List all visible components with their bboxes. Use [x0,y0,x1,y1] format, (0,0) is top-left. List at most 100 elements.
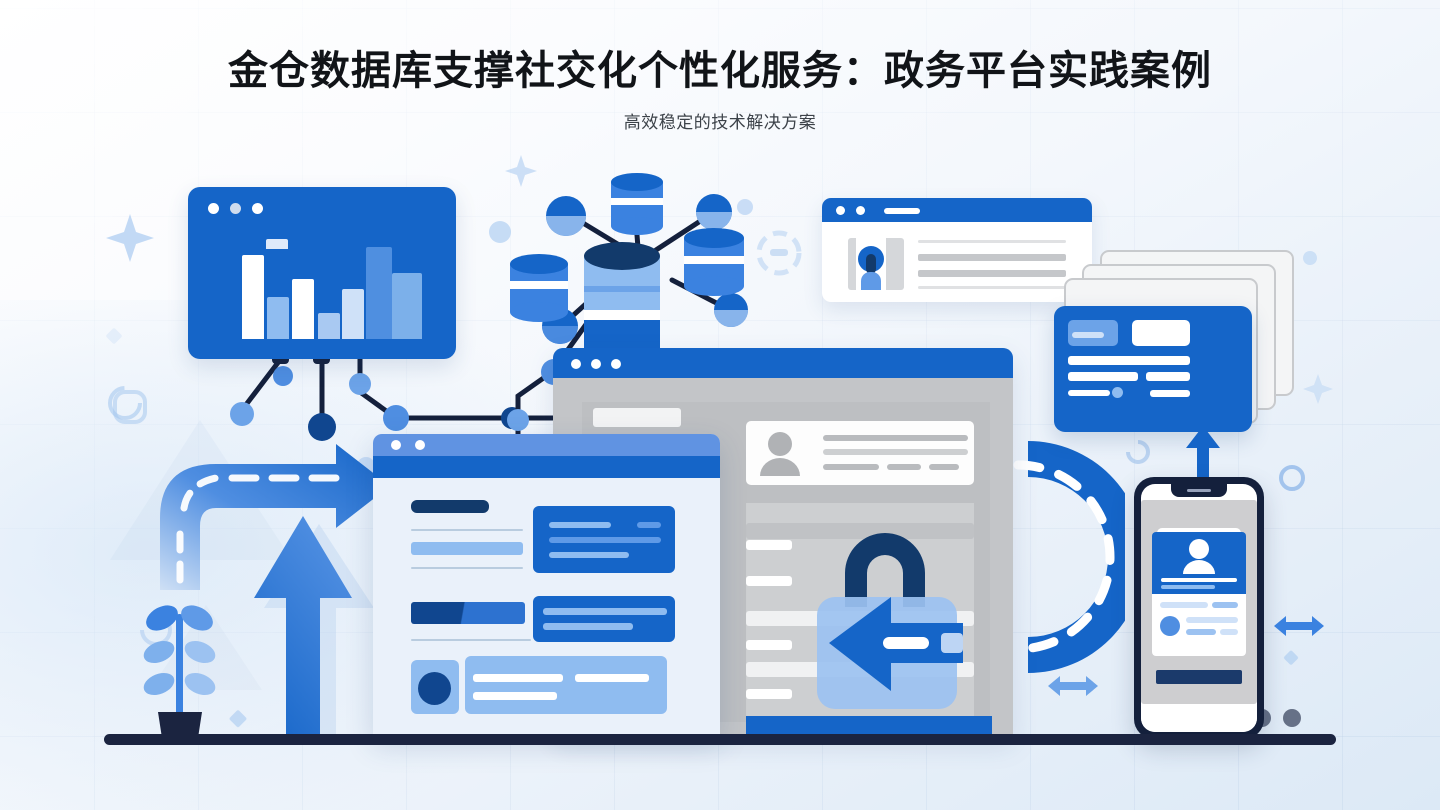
phone-screen[interactable] [1141,484,1257,732]
window-dot-1 [836,206,845,215]
panel-line [549,522,611,528]
card-row [1068,356,1190,365]
road-arrow-left [160,444,390,590]
text-line [823,435,968,441]
content-panel [465,656,667,714]
double-arrow-right [1274,616,1324,636]
list-row-fill [746,640,792,650]
phone-avatar-icon [1183,539,1215,574]
divider [411,567,523,569]
list-row [746,523,974,539]
page-subtitle: 高效稳定的技术解决方案 [623,113,817,132]
card-row [1068,372,1138,381]
text-line [918,240,1066,243]
card-line [1161,578,1237,582]
upload-arrow [1186,426,1220,486]
list-row-fill [746,689,792,699]
divider [411,639,531,641]
phone-home-bar [1156,670,1242,684]
window-dot-1 [208,203,219,214]
profile-avatar-icon [760,432,800,476]
analytics-chart-window[interactable] [188,187,456,359]
card-progress [1068,390,1110,396]
chart-bar [392,273,422,339]
list-row-fill [746,576,792,586]
field-input[interactable] [411,542,523,555]
text-line [918,270,1066,277]
chart-bar [266,239,288,249]
search-field[interactable] [593,408,681,427]
chart-bar [267,297,289,339]
avatar [418,672,451,705]
content-line [473,692,557,700]
panel-line [549,537,661,543]
card-line [1161,585,1215,589]
titlebar-pill [884,208,920,214]
list-line [1212,602,1238,608]
chart-bar [342,289,364,339]
page-title: 金仓数据库支撑社交化个性化服务：政务平台实践案例 [228,49,1212,93]
text-line [918,286,1066,289]
card-button[interactable] [1132,320,1190,346]
ground-dot-right [1322,735,1332,745]
footer-bar [746,716,992,736]
chart-bar [366,247,392,339]
database-node [684,228,744,296]
heading-block: 金仓数据库支撑社交化个性化服务：政务平台实践案例 高效稳定的技术解决方案 [0,0,1440,133]
front-form-window[interactable] [373,434,720,736]
bar-chart [242,239,432,339]
window-dot-2 [415,440,425,450]
list-line [1160,602,1208,608]
panel-line [543,608,667,615]
window-titlebar-bottom [373,456,720,478]
chart-bar [318,313,340,339]
window-dot-2 [230,203,241,214]
content-line [473,674,563,682]
field-label [411,500,489,513]
chart-bar [242,255,264,339]
text-line [929,464,959,470]
growth-arrow-up [254,516,374,738]
phone-bottom [1141,704,1257,732]
window-dot-3 [611,359,621,369]
info-panel [533,596,675,642]
field-toggle[interactable] [411,602,525,624]
database-node [611,173,663,235]
ground-line [104,734,1336,745]
security-lock[interactable] [795,515,1005,715]
window-dot-2 [591,359,601,369]
list-row-fill [746,540,792,550]
window-dot-3 [252,203,263,214]
window-titlebar [553,348,1013,378]
panel-line [549,552,629,558]
double-arrow-left [1048,676,1098,696]
list-line [1186,617,1238,623]
badge-line [1072,332,1104,338]
ground-dot-left [112,735,122,745]
plant-sprout [143,605,216,738]
card-row [1146,372,1190,381]
road-arc-right [1013,441,1125,673]
window-dot-1 [391,440,401,450]
window-dot-2 [856,206,865,215]
list-line [1220,629,1238,635]
mobile-phone[interactable] [1134,477,1264,739]
card-progress-knob [1112,387,1123,398]
window-dot-1 [571,359,581,369]
list-line [1186,629,1216,635]
content-line [575,674,649,682]
text-line [823,449,968,455]
text-line [823,464,879,470]
panel-line [637,522,661,528]
chart-bar [292,279,314,339]
card-row [1150,390,1190,397]
window-titlebar-top [373,434,720,456]
divider [411,529,523,531]
database-node [510,254,568,322]
profile-card-window[interactable] [822,198,1092,302]
avatar [848,238,904,290]
blue-data-card[interactable] [1054,306,1252,432]
list-avatar [1160,616,1180,636]
window-titlebar [822,198,1092,222]
